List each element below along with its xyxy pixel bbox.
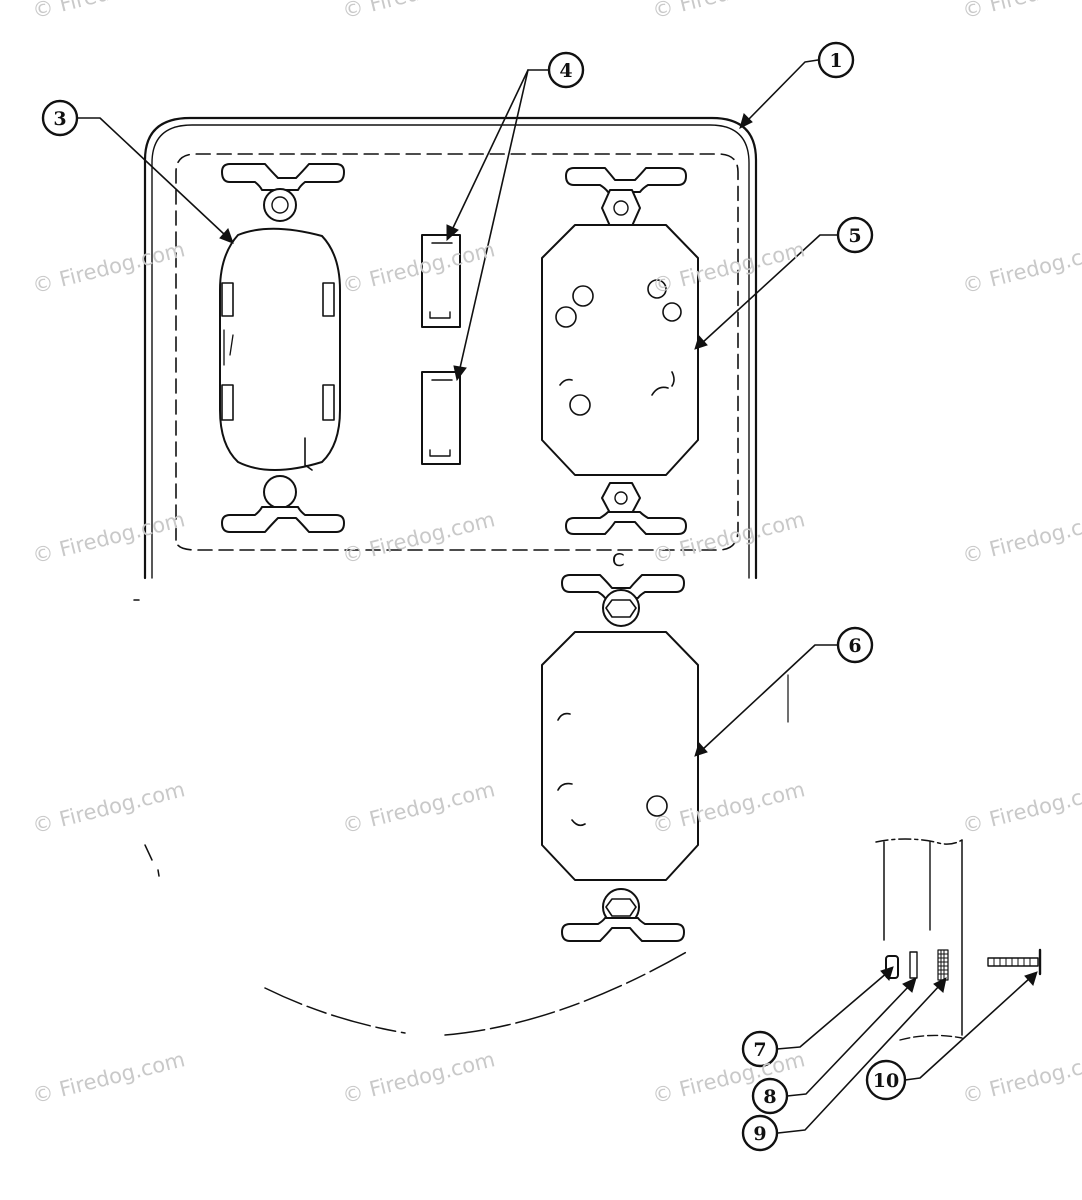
marking-c: C — [612, 550, 625, 571]
clip-lower — [421, 371, 461, 465]
svg-text:4: 4 — [559, 60, 572, 82]
svg-text:3: 3 — [53, 108, 66, 130]
callout-3: 3 — [41, 99, 79, 137]
svg-text:9: 9 — [753, 1123, 766, 1145]
clip-upper — [421, 234, 461, 328]
callout-8: 8 — [751, 1077, 789, 1115]
svg-text:5: 5 — [848, 225, 861, 247]
receptacle-right — [541, 167, 699, 535]
leader-lines — [76, 59, 1038, 1134]
callout-10: 10 — [865, 1059, 907, 1101]
hardware-detail — [875, 838, 1042, 1041]
svg-text:10: 10 — [873, 1070, 899, 1092]
callout-1: 1 — [817, 41, 855, 79]
construction-marks — [133, 599, 789, 1036]
receptacle-left — [219, 163, 345, 533]
svg-text:7: 7 — [753, 1039, 766, 1061]
callout-6: 6 — [836, 626, 874, 664]
cover-plate — [143, 116, 758, 580]
receptacle-loose — [541, 574, 699, 942]
callout-4: 4 — [547, 51, 585, 89]
callout-7: 7 — [741, 1030, 779, 1068]
svg-text:1: 1 — [829, 50, 842, 72]
callout-9: 9 — [741, 1114, 779, 1152]
svg-text:8: 8 — [763, 1086, 776, 1108]
svg-text:6: 6 — [848, 635, 861, 657]
callout-5: 5 — [836, 216, 874, 254]
